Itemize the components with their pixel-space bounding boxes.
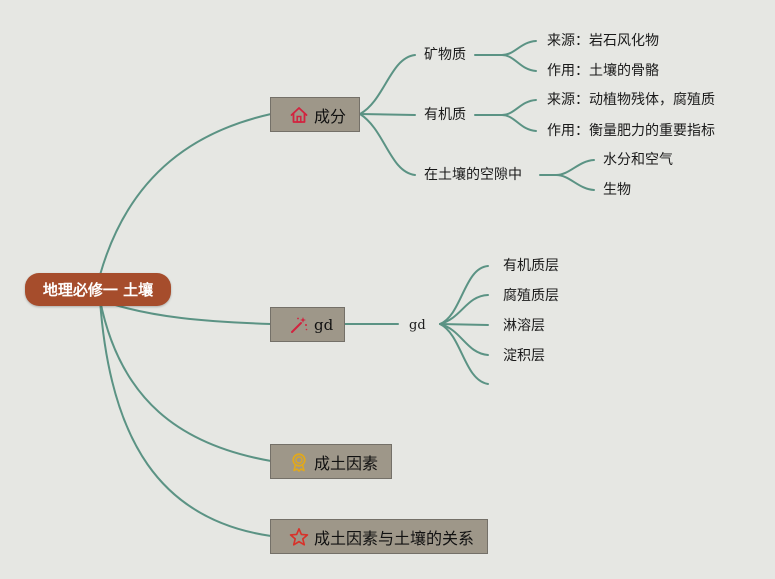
connector-minerals-source — [474, 40, 537, 56]
connector-pores-water — [539, 159, 595, 176]
node-layer-illuviation[interactable]: 淀积层 — [503, 348, 545, 364]
node-organic[interactable]: 有机质 — [424, 107, 466, 123]
root-node[interactable]: 地理必修一 土壤 — [25, 273, 171, 306]
node-pores[interactable]: 在土壤的空隙中 — [424, 167, 522, 183]
node-layer-humus[interactable]: 腐殖质层 — [503, 288, 559, 304]
node-organic-source[interactable]: 来源：动植物残体，腐殖质 — [547, 92, 715, 108]
connector-minerals-role — [501, 54, 537, 72]
connector-layer-2 — [439, 294, 489, 325]
connector-root-factors — [99, 299, 272, 462]
connector-composition-pores — [359, 113, 416, 176]
medal-icon — [289, 452, 309, 472]
node-minerals[interactable]: 矿物质 — [424, 47, 466, 63]
node-organic-role[interactable]: 作用：衡量肥力的重要指标 — [547, 123, 715, 139]
home-icon — [289, 105, 309, 125]
branch-profile-label: gd — [314, 315, 334, 334]
connector-organic-role — [501, 114, 537, 132]
node-pores-organisms[interactable]: 生物 — [603, 182, 631, 198]
connector-composition-organic — [359, 113, 416, 116]
magic-wand-icon — [289, 315, 309, 335]
branch-composition[interactable]: 成分 — [270, 97, 360, 132]
root-label: 地理必修一 土壤 — [42, 281, 154, 299]
branch-factors-label: 成土因素 — [314, 453, 379, 473]
connector-layer-1 — [439, 265, 489, 325]
node-minerals-role[interactable]: 作用：土壤的骨骼 — [547, 63, 659, 79]
connector-organic-source — [474, 99, 537, 116]
branch-composition-label: 成分 — [314, 106, 347, 126]
node-layer-organic[interactable]: 有机质层 — [503, 258, 559, 274]
branch-factors[interactable]: 成土因素 — [270, 444, 392, 479]
star-icon — [289, 527, 309, 547]
connector-composition-minerals — [359, 54, 416, 115]
branch-profile[interactable]: gd — [270, 307, 345, 342]
connector-layer-5 — [439, 323, 489, 385]
connector-root-relation — [99, 299, 272, 537]
node-layer-eluviation[interactable]: 淋溶层 — [503, 318, 545, 334]
connector-layer-3 — [439, 323, 489, 326]
node-minerals-source[interactable]: 来源：岩石风化物 — [547, 33, 659, 49]
branch-relation[interactable]: 成土因素与土壤的关系 — [270, 519, 488, 554]
connector-root-composition — [99, 113, 272, 276]
node-profile-sub[interactable]: gd — [409, 318, 426, 333]
connector-layer-4 — [439, 323, 489, 356]
connector-pores-organisms — [555, 174, 595, 191]
node-pores-water-air[interactable]: 水分和空气 — [603, 152, 673, 168]
branch-relation-label: 成土因素与土壤的关系 — [314, 528, 475, 548]
